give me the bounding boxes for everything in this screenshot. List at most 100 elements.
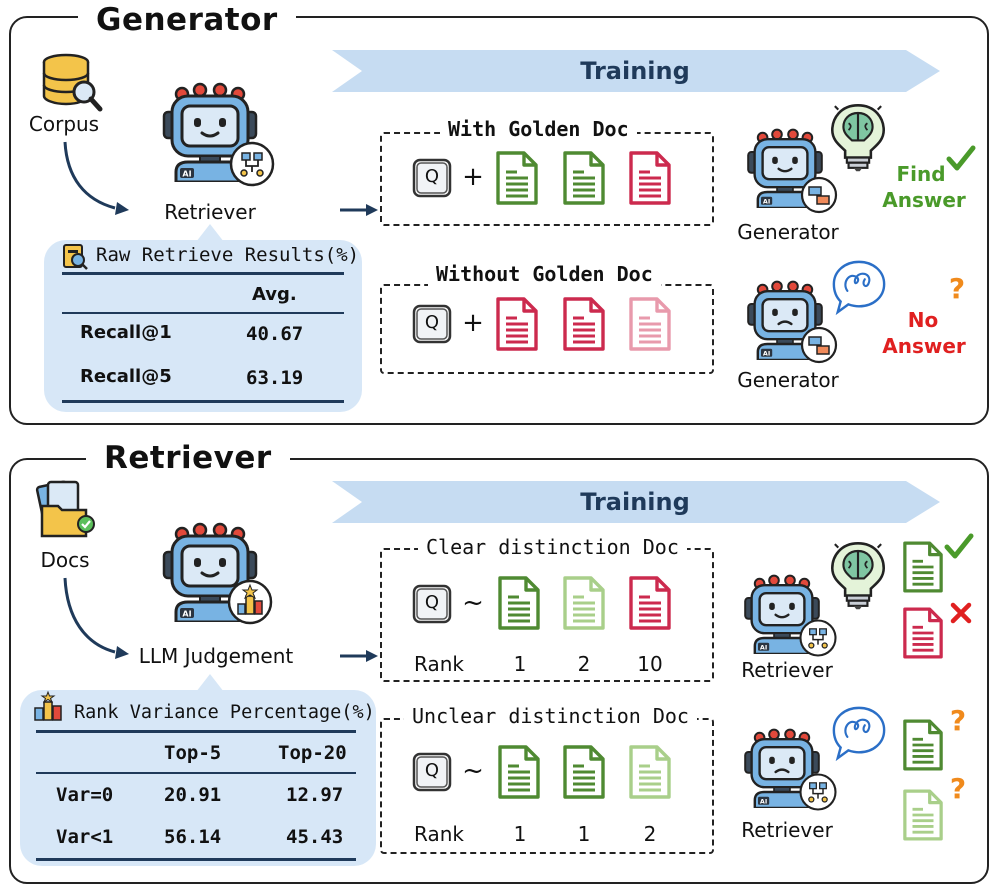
irrelevant-doc-icon [495, 296, 539, 352]
generator-label: Generator [737, 220, 839, 244]
rank-label: Rank [414, 822, 464, 846]
table-mid-rule [62, 312, 344, 314]
plus-sign: + [462, 162, 484, 192]
uncertain-doc-icon [902, 788, 944, 842]
correct-doc-icon [902, 540, 944, 594]
docs-label: Docs [40, 548, 90, 572]
question-mark-icon: ? [948, 272, 966, 305]
llm-judgement-label: LLM Judgement [138, 644, 294, 668]
rank-value: 10 [637, 652, 663, 676]
question-mark-icon: ? [949, 772, 967, 805]
corpus-arrow [63, 141, 129, 215]
var1-top5-value: 56.14 [164, 826, 222, 848]
training-banner [332, 50, 940, 92]
ranking-badge-icon [227, 579, 273, 625]
light-doc-icon [628, 744, 672, 800]
rank-value: 1 [577, 822, 591, 846]
training-banner-label: Training [580, 488, 690, 516]
rank-value: 2 [643, 822, 657, 846]
docs-folder-icon [35, 480, 95, 538]
rank-label: Rank [414, 652, 464, 676]
question-mark-icon: ? [949, 704, 967, 737]
flow-arrow [340, 650, 378, 662]
top20-header: Top-20 [278, 742, 347, 764]
var0-top5-value: 20.91 [164, 784, 222, 806]
irrelevant-doc-icon [562, 296, 606, 352]
recall5-value: 63.19 [246, 367, 304, 389]
rank-value: 1 [513, 822, 527, 846]
cross-icon [950, 602, 972, 624]
flow-arrow [340, 204, 378, 216]
unclear-distinction-title: Unclear distinction Doc [404, 703, 697, 729]
generator-label: Generator [737, 368, 839, 392]
recall1-value: 40.67 [246, 323, 304, 345]
generator-panel-title: Generator [78, 0, 296, 40]
docs-arrow [63, 577, 129, 659]
no-answer-label: No [907, 308, 939, 332]
retriever-label: Retriever [164, 200, 256, 224]
ranking-chart-icon [34, 690, 62, 721]
generator-badge-icon [800, 326, 838, 364]
plus-sign: + [462, 308, 484, 338]
with-golden-doc-title: With Golden Doc [440, 116, 637, 142]
relevant-doc-icon [497, 744, 541, 800]
find-answer-label: Find [896, 162, 946, 186]
faded-doc-icon [628, 296, 672, 352]
light-doc-icon [562, 575, 606, 631]
database-icon [42, 53, 103, 112]
var0-top20-value: 12.97 [286, 784, 344, 806]
training-banner [332, 481, 940, 523]
generator-badge-icon [800, 176, 838, 214]
recall5-label: Recall@5 [80, 366, 172, 387]
uncertain-doc-icon [902, 718, 944, 772]
rank-variance-bubble [20, 690, 376, 866]
corpus-label: Corpus [28, 112, 100, 136]
query-label: Q [424, 312, 440, 333]
rank-variance-title: Rank Variance Percentage(%) [74, 702, 375, 723]
avg-header: Avg. [252, 284, 297, 305]
irrelevant-doc-icon [628, 575, 672, 631]
no-answer-label: Answer [882, 334, 966, 358]
relevant-doc-icon [562, 150, 606, 206]
query-label: Q [424, 760, 440, 781]
bubble-pointer [196, 674, 224, 692]
top5-header: Top-5 [164, 742, 222, 764]
var1-label: Var<1 [56, 826, 114, 848]
query-label: Q [424, 592, 440, 613]
table-bottom-rule [36, 858, 356, 861]
golden-doc-icon [495, 150, 539, 206]
tilde-sign: ~ [462, 756, 484, 786]
confused-thought-icon [830, 258, 888, 316]
relevant-doc-icon [562, 744, 606, 800]
bubble-pointer [196, 224, 224, 242]
raw-results-title: Raw Retrieve Results(%) [96, 244, 360, 266]
relevant-doc-icon [497, 575, 541, 631]
table-top-rule [36, 730, 356, 733]
rank-value: 2 [577, 652, 591, 676]
var0-label: Var=0 [56, 784, 114, 806]
retriever-badge-icon [229, 141, 275, 187]
rank-value: 1 [513, 652, 527, 676]
table-top-rule [62, 272, 344, 275]
table-bottom-rule [62, 400, 344, 403]
clear-distinction-title: Clear distinction Doc [418, 534, 687, 560]
results-icon [63, 244, 88, 270]
retriever-badge-icon [799, 773, 837, 811]
wrong-doc-icon [902, 606, 944, 660]
lightbulb-brain-icon [828, 102, 888, 172]
training-banner-label: Training [580, 57, 690, 85]
recall1-label: Recall@1 [80, 322, 172, 343]
without-golden-doc-title: Without Golden Doc [428, 261, 661, 287]
retriever-label: Retriever [741, 818, 833, 842]
retriever-badge-icon [799, 619, 837, 657]
retriever-label: Retriever [741, 658, 833, 682]
var1-top20-value: 45.43 [286, 826, 344, 848]
retriever-panel-title: Retriever [86, 438, 290, 478]
tilde-sign: ~ [462, 588, 484, 618]
confused-thought-icon [830, 704, 888, 762]
check-icon [944, 533, 974, 559]
irrelevant-doc-icon [628, 150, 672, 206]
raw-results-bubble [44, 240, 362, 412]
find-answer-label: Answer [882, 188, 966, 212]
check-icon [946, 145, 976, 171]
